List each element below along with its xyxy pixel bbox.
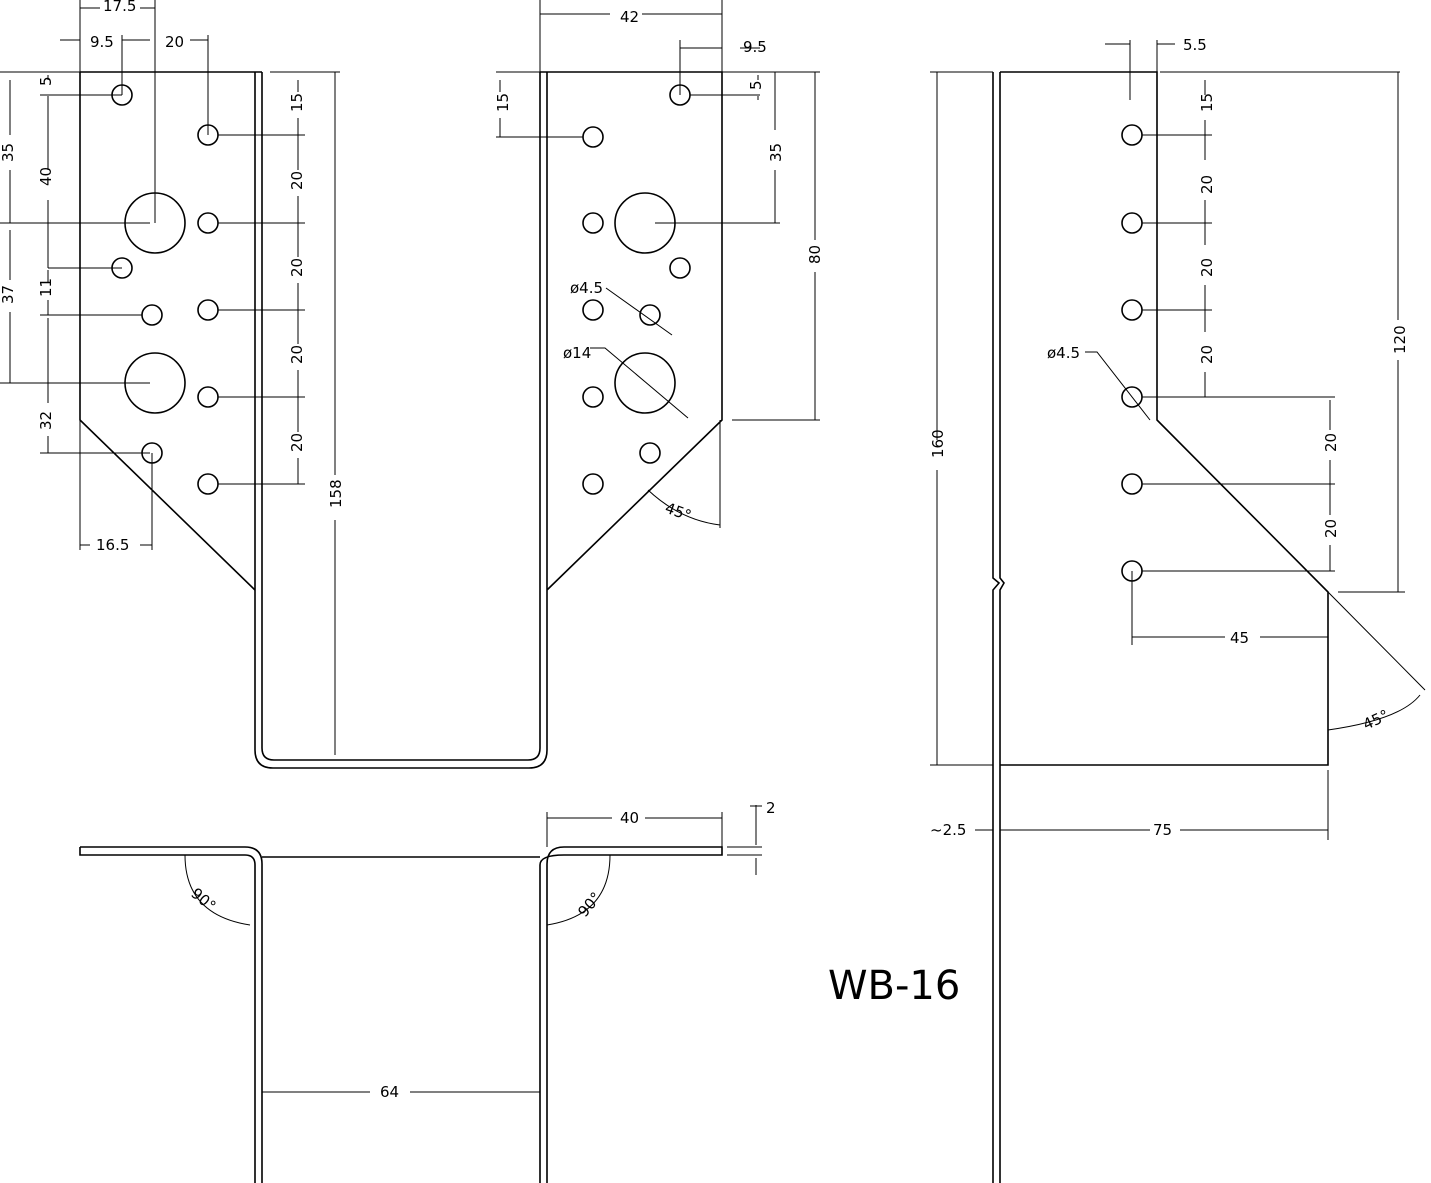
dim-label: 2 — [766, 799, 776, 817]
hole — [582, 299, 604, 321]
side-view — [992, 71, 1329, 1183]
hole — [1121, 124, 1143, 146]
dim-label: 5 — [747, 80, 765, 90]
hanger-body-outline — [80, 71, 723, 769]
hole — [197, 386, 219, 408]
dim-label: 20 — [288, 433, 306, 452]
dim-label: 42 — [620, 8, 639, 26]
hole — [582, 386, 604, 408]
front-view — [79, 71, 723, 769]
hole — [197, 299, 219, 321]
dim-label: 9.5 — [743, 38, 767, 56]
front-holes — [111, 84, 691, 495]
dimension-lines — [0, 0, 1426, 1093]
dim-label: 120 — [1391, 325, 1409, 354]
dim-label: 37 — [0, 285, 17, 304]
dim-label: 80 — [806, 245, 824, 264]
dim-label: 15 — [494, 93, 512, 112]
hole-diameter-label: ø4.5 — [570, 279, 603, 297]
side-holes — [1121, 124, 1143, 582]
hole — [639, 304, 661, 326]
dim-label: 20 — [165, 33, 184, 51]
dim-label: 160 — [929, 429, 947, 458]
hole — [1121, 212, 1143, 234]
dim-label: 75 — [1153, 821, 1172, 839]
hole — [639, 442, 661, 464]
dim-label: 5 — [37, 76, 55, 86]
dim-label: 20 — [1322, 433, 1340, 452]
dim-label: 9.5 — [90, 33, 114, 51]
hole — [1121, 299, 1143, 321]
angle-label: 45° — [1360, 706, 1392, 734]
angle-label: 45° — [663, 499, 694, 525]
dim-label: ~2.5 — [930, 821, 966, 839]
dim-label: 35 — [767, 143, 785, 162]
hole — [582, 212, 604, 234]
dim-label: 20 — [288, 345, 306, 364]
dim-label: 158 — [327, 479, 345, 508]
dim-label: 20 — [1322, 519, 1340, 538]
dim-label: 17.5 — [103, 0, 136, 15]
dim-label: 20 — [1198, 258, 1216, 277]
dim-label: 45 — [1230, 629, 1249, 647]
dim-label: 5.5 — [1183, 36, 1207, 54]
side-outline — [992, 71, 1329, 1183]
dimension-line-paths — [0, 0, 1426, 1093]
hole — [197, 473, 219, 495]
hole-diameter-label: ø4.5 — [1047, 344, 1080, 362]
dim-label: 20 — [1198, 345, 1216, 364]
dim-label: 20 — [288, 258, 306, 277]
hole — [141, 304, 163, 326]
hole — [669, 257, 691, 279]
dim-label: 35 — [0, 143, 17, 162]
hole-diameter-label: ø14 — [563, 344, 591, 362]
bottom-view — [79, 846, 723, 1183]
dim-label: 32 — [37, 411, 55, 430]
dim-label: 15 — [1198, 93, 1216, 112]
angle-arcs — [184, 854, 611, 926]
dim-label: 16.5 — [96, 536, 129, 554]
dim-label: 20 — [288, 171, 306, 190]
dim-label: 20 — [1198, 175, 1216, 194]
left-flange-outline — [79, 72, 256, 591]
dim-label: 11 — [37, 278, 55, 297]
dim-label: 64 — [380, 1083, 399, 1101]
hole — [582, 473, 604, 495]
dim-label: 15 — [288, 93, 306, 112]
dim-label: 40 — [37, 167, 55, 186]
hole — [197, 212, 219, 234]
hole — [1121, 473, 1143, 495]
dim-label: 40 — [620, 809, 639, 827]
bottom-profile — [79, 846, 723, 1183]
hole — [582, 126, 604, 148]
part-number-title: WB-16 — [828, 963, 960, 1009]
dimension-labels: 17.5 9.5 20 42 9.5 5 35 40 37 11 32 16.5… — [0, 0, 1409, 1101]
hole — [614, 352, 676, 414]
